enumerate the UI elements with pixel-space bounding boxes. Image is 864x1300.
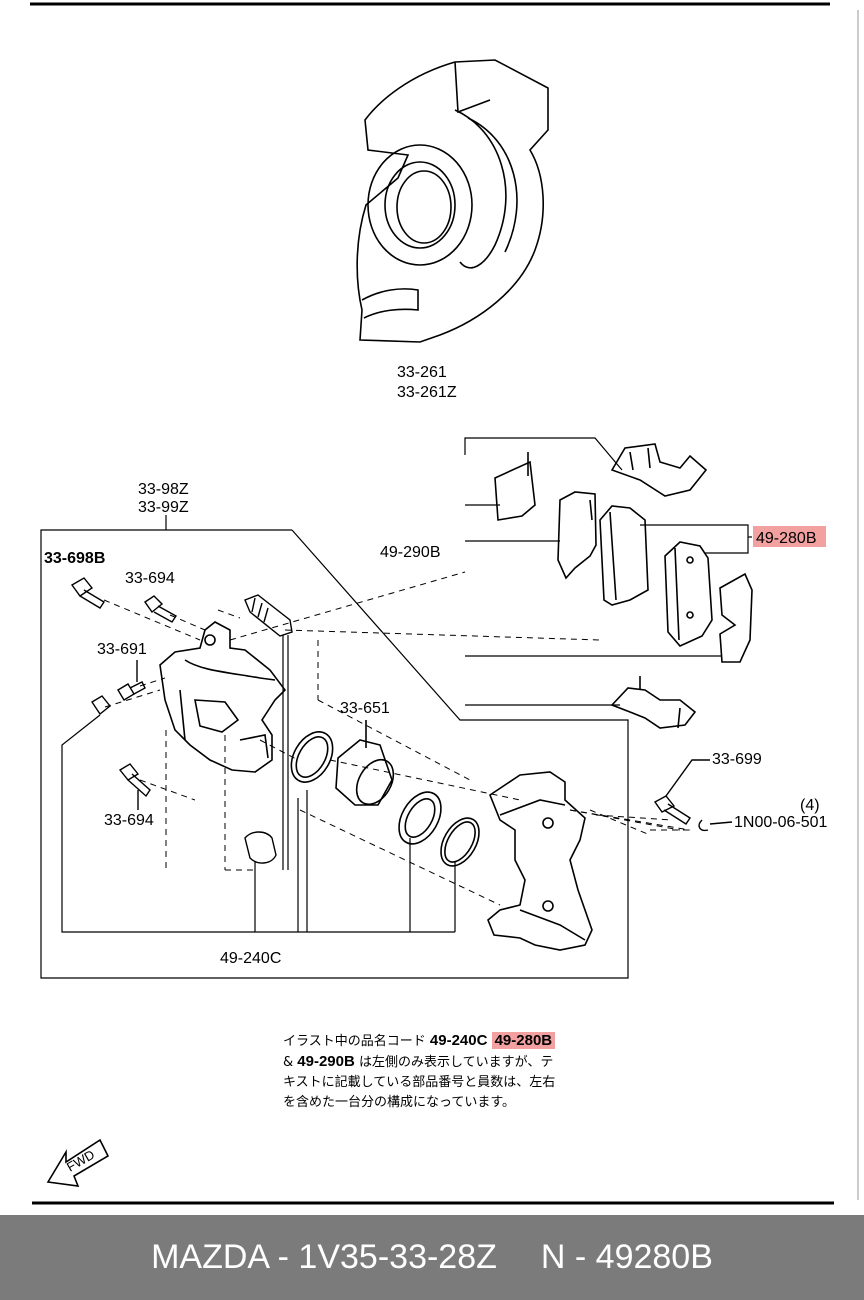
note-line1-prefix: イラスト中の品名コード	[283, 1034, 426, 1049]
bolt-698b-drawing	[70, 577, 105, 609]
seal-kit-label: 49-240C	[220, 950, 281, 967]
brake-pads-drawing	[494, 443, 753, 729]
caliper-label-a: 33-98Z	[138, 481, 189, 498]
footer-bar: MAZDA - 1V35-33-28Z N - 49280B	[0, 1215, 864, 1300]
guide-pin-boot-drawing	[244, 594, 293, 864]
note-line-4: を含めた一台分の構成になっています。	[283, 1095, 516, 1110]
pad-280b-highlight	[753, 526, 826, 547]
footer-code: N - 49280B	[540, 1238, 713, 1276]
pad-kit-bracket	[464, 437, 752, 706]
fwd-label: FWD	[64, 1147, 97, 1175]
pin-694-bottom-drawing	[118, 763, 151, 810]
pin-694-top-label: 33-694	[125, 570, 175, 587]
brake-caliper-exploded-diagram: 33-261 33-261Z 33-98Z 33-99Z 49-240C	[30, 2, 859, 1205]
note-line-1: イラスト中の品名コード 49-240C 49-280B	[283, 1031, 613, 1052]
bolt-699-label: 33-699	[712, 751, 762, 768]
clip-1n00-drawing	[698, 819, 733, 832]
caliper-label-b: 33-99Z	[138, 499, 189, 516]
clip-qty-label: (4)	[800, 797, 820, 814]
pad-kit-label: 49-290B	[380, 544, 441, 561]
pin-694-bottom-label: 33-694	[104, 812, 154, 829]
seal-kit-bracket	[61, 635, 456, 933]
dashed-leaders	[103, 571, 691, 906]
piston-seal-drawing	[290, 720, 480, 867]
parts-note: イラスト中の品名コード 49-240C 49-280B & 49-290B は左…	[283, 1031, 613, 1113]
mounting-bracket-drawing	[487, 771, 593, 951]
pin-694-top-drawing	[144, 595, 178, 623]
note-line-3: キストに記載している部品番号と員数は、左右	[283, 1075, 556, 1090]
caliper-housing-drawing	[159, 621, 287, 773]
fwd-arrow-icon: FWD	[46, 1138, 110, 1187]
dust-shield-label-a: 33-261	[397, 364, 447, 381]
pad-280b-label: 49-280B	[756, 530, 817, 547]
note-code3-prefix: &	[283, 1055, 294, 1070]
dust-shield-label-b: 33-261Z	[397, 384, 457, 401]
clip-1n00-label: 1N00-06-501	[734, 814, 828, 831]
piston-seal-label: 33-651	[340, 700, 390, 717]
note-code-280b: 49-280B	[491, 1032, 556, 1049]
note-line2-rest: は左側のみ表示していますが、テ	[358, 1055, 554, 1070]
bolt-699-drawing	[653, 759, 710, 825]
note-code-290b: 49-290B	[297, 1053, 355, 1070]
bolt-698b-label: 33-698B	[44, 550, 105, 567]
note-code-240c: 49-240C	[429, 1032, 488, 1049]
bleeder-691-drawing	[91, 660, 146, 716]
caliper-assembly-frame	[40, 515, 629, 979]
bleeder-691-label: 33-691	[97, 641, 147, 658]
footer-part-number: MAZDA - 1V35-33-28Z	[151, 1238, 497, 1276]
note-line-2: & 49-290B は左側のみ表示していますが、テ	[283, 1052, 613, 1073]
dust-shield-drawing	[356, 59, 549, 343]
